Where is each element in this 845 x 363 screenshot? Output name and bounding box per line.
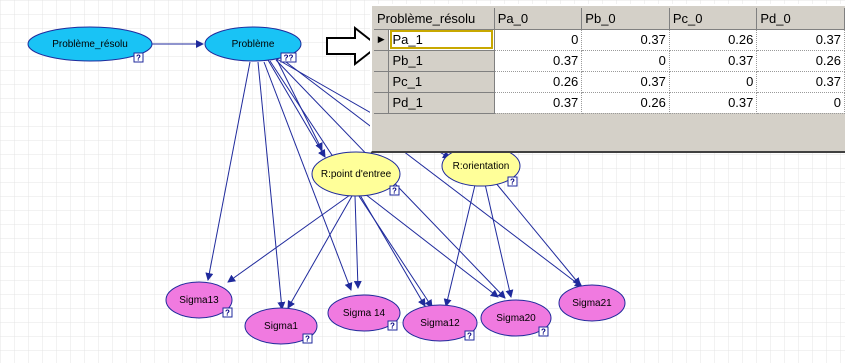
row-header[interactable]: Pa_1 bbox=[388, 29, 495, 51]
edge-probleme-point bbox=[267, 59, 326, 158]
svg-text:?: ? bbox=[225, 309, 230, 318]
table-cell[interactable]: 0.37 bbox=[494, 92, 583, 114]
table-row[interactable]: Pd_1 0.37 0.26 0.37 0 bbox=[374, 92, 845, 114]
table-cell[interactable]: 0.26 bbox=[581, 92, 670, 114]
edge-orientation-sigma21 bbox=[494, 181, 581, 286]
svg-text:??: ?? bbox=[284, 54, 294, 63]
table-cell[interactable]: 0.37 bbox=[494, 50, 583, 72]
node-probleme[interactable]: Problème ?? bbox=[204, 26, 302, 63]
table-cell[interactable]: 0.26 bbox=[756, 50, 845, 72]
table-cell[interactable]: 0.37 bbox=[669, 92, 758, 114]
help-icon[interactable] bbox=[387, 320, 398, 331]
edge-point-sigma1 bbox=[287, 195, 353, 309]
edge-orientation-sigma20 bbox=[484, 183, 514, 298]
callout-arrow-icon bbox=[326, 25, 380, 67]
node-label: R:point d'entree bbox=[321, 169, 392, 180]
node-sigma21[interactable]: Sigma21 bbox=[558, 284, 626, 322]
row-header[interactable]: Pb_1 bbox=[388, 50, 495, 72]
node-label: Problème_résolu bbox=[52, 39, 128, 50]
row-header[interactable]: Pd_1 bbox=[388, 92, 495, 114]
node-sigma13[interactable]: Sigma13 ? bbox=[165, 281, 233, 319]
table-header-row: Problème_résolu Pa_0 Pb_0 Pc_0 Pd_0 bbox=[374, 8, 845, 30]
node-label: Sigma1 bbox=[264, 321, 298, 332]
table-cell[interactable]: 0 bbox=[494, 29, 583, 51]
table-cell[interactable]: 0.37 bbox=[581, 71, 670, 93]
svg-text:?: ? bbox=[136, 54, 141, 63]
svg-text:?: ? bbox=[541, 328, 546, 337]
node-sigma12[interactable]: Sigma12 ? bbox=[402, 304, 478, 342]
column-header[interactable]: Pa_0 bbox=[494, 8, 583, 30]
table-row[interactable]: ▶ Pa_1 0 0.37 0.26 0.37 bbox=[374, 29, 845, 51]
edge-point-sigma13 bbox=[227, 194, 351, 283]
help-icon[interactable] bbox=[389, 185, 400, 196]
column-header[interactable]: Pc_0 bbox=[669, 8, 758, 30]
table-cell[interactable]: 0.26 bbox=[669, 29, 758, 51]
node-sigma20[interactable]: Sigma20 ? bbox=[480, 299, 552, 337]
probability-table-window: Problème_résolu Pa_0 Pb_0 Pc_0 Pd_0 ▶ Pa… bbox=[370, 4, 845, 153]
svg-text:?: ? bbox=[305, 335, 310, 344]
edge-probleme-sigma14 bbox=[263, 61, 353, 291]
node-sigma14[interactable]: Sigma 14 ? bbox=[327, 294, 401, 332]
table-cell[interactable]: 0 bbox=[581, 50, 670, 72]
column-header[interactable]: Pd_0 bbox=[756, 8, 845, 30]
edges bbox=[152, 40, 583, 310]
table-corner-header[interactable]: Problème_résolu bbox=[374, 8, 495, 30]
table-row[interactable]: Pb_1 0.37 0 0.37 0.26 bbox=[374, 50, 845, 72]
table-row[interactable]: Pc_1 0.26 0.37 0 0.37 bbox=[374, 71, 845, 93]
svg-text:?: ? bbox=[392, 187, 397, 196]
help-icon[interactable] bbox=[302, 333, 313, 344]
node-label: Problème bbox=[232, 39, 275, 50]
row-header[interactable]: Pc_1 bbox=[388, 71, 495, 93]
row-selector[interactable] bbox=[374, 71, 390, 93]
probability-table: Problème_résolu Pa_0 Pb_0 Pc_0 Pd_0 ▶ Pa… bbox=[374, 8, 845, 114]
edge-probleme-point-b bbox=[275, 57, 323, 151]
table-cell[interactable]: 0.37 bbox=[581, 29, 670, 51]
edge-point-sigma20 bbox=[364, 193, 499, 298]
svg-text:?: ? bbox=[510, 178, 515, 187]
node-label: Sigma13 bbox=[179, 295, 219, 306]
row-selector[interactable] bbox=[374, 50, 390, 72]
edge-orientation-sigma12 bbox=[443, 184, 476, 307]
edge-probleme-sigma13 bbox=[205, 61, 251, 281]
edge-probleme-sigma21 bbox=[281, 58, 583, 288]
node-label: R:orientation bbox=[453, 161, 510, 172]
edge-probleme-sigma1 bbox=[257, 61, 286, 310]
node-label: Sigma21 bbox=[572, 298, 612, 309]
edge-point-sigma14 bbox=[353, 195, 362, 289]
table-cell[interactable]: 0.37 bbox=[756, 71, 845, 93]
node-label: Sigma 14 bbox=[343, 308, 386, 319]
node-orientation[interactable]: R:orientation ? bbox=[441, 145, 521, 187]
help-icon[interactable] bbox=[222, 307, 233, 318]
table-cell[interactable]: 0.37 bbox=[669, 50, 758, 72]
svg-text:?: ? bbox=[390, 322, 395, 331]
table-cell[interactable]: 0 bbox=[756, 92, 845, 114]
help-icon[interactable] bbox=[464, 330, 475, 341]
table-cell[interactable]: 0 bbox=[669, 71, 758, 93]
table-cell[interactable]: 0.37 bbox=[756, 29, 845, 51]
row-selector[interactable] bbox=[374, 92, 390, 114]
help-icon[interactable] bbox=[133, 52, 144, 63]
table-cell[interactable]: 0.26 bbox=[494, 71, 583, 93]
help-icon[interactable] bbox=[507, 176, 518, 187]
svg-text:?: ? bbox=[467, 332, 472, 341]
edge-point-sigma12 bbox=[359, 194, 426, 307]
node-point-entree[interactable]: R:point d'entree ? bbox=[311, 151, 401, 197]
node-label: Sigma20 bbox=[496, 313, 536, 324]
column-header[interactable]: Pb_0 bbox=[581, 8, 670, 30]
help-icon[interactable] bbox=[280, 52, 297, 63]
node-sigma1[interactable]: Sigma1 ? bbox=[244, 307, 318, 345]
node-label: Sigma12 bbox=[420, 318, 460, 329]
current-row-marker-icon[interactable]: ▶ bbox=[374, 29, 390, 51]
node-probleme-resolu[interactable]: Problème_résolu ? bbox=[27, 26, 153, 63]
help-icon[interactable] bbox=[538, 326, 549, 337]
